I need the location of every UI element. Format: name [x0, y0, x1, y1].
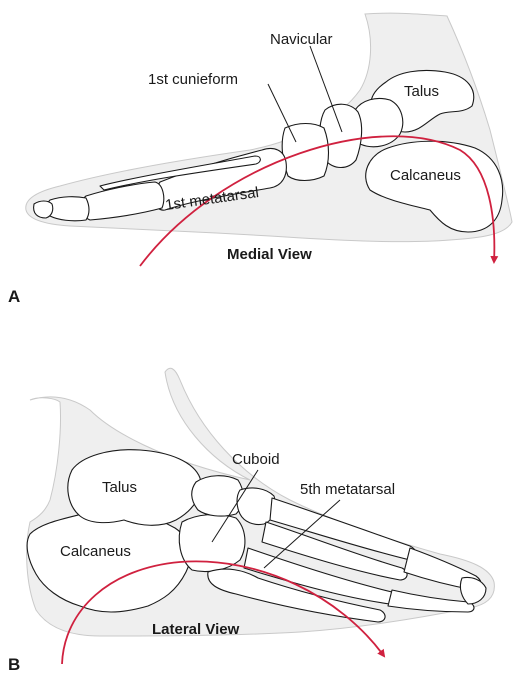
- panel-b-navicular-bone: [192, 476, 243, 516]
- panel-b-metatarsal-label: 5th metatarsal: [300, 481, 395, 498]
- panel-a-letter: A: [8, 287, 20, 306]
- panel-a-view-title: Medial View: [227, 246, 312, 263]
- panel-b-calcaneus-label: Calcaneus: [60, 543, 131, 560]
- panel-b-view-title: Lateral View: [152, 621, 240, 638]
- panel-a-cuneiform-label: 1st cunieform: [148, 71, 238, 88]
- panel-a-medial: Navicular 1st cunieform Talus 1st metata…: [8, 13, 512, 306]
- panel-a-talus-label: Talus: [404, 83, 439, 100]
- panel-a-toe-tip-bone: [34, 201, 53, 218]
- panel-b-cuboid-label: Cuboid: [232, 451, 280, 468]
- panel-a-navicular-label: Navicular: [270, 31, 333, 48]
- panel-b-lateral: Cuboid 5th metatarsal Talus Calcaneus La…: [8, 368, 494, 674]
- panel-a-cuneiform-leader: [268, 84, 296, 142]
- panel-b-cuboid-bone: [179, 515, 245, 572]
- panel-b-letter: B: [8, 655, 20, 674]
- panel-a-calcaneus-label: Calcaneus: [390, 167, 461, 184]
- panel-b-talus-label: Talus: [102, 479, 137, 496]
